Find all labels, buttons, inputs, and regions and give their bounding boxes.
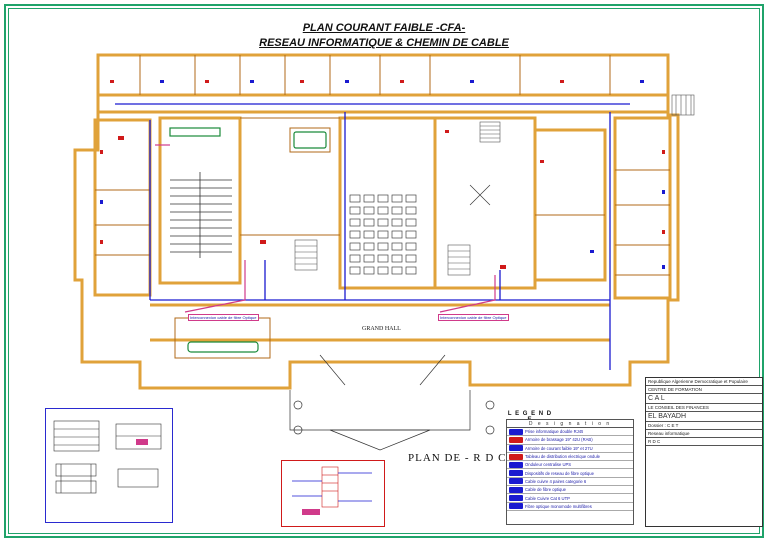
title-block-code: C A L <box>646 394 762 404</box>
building-walls <box>73 53 680 390</box>
legend-symbol <box>509 461 523 468</box>
title-block: Republique Algerienne Democratique et Po… <box>645 377 763 527</box>
legend-symbol <box>509 478 523 485</box>
legend-row: Onduleur centralise UPS <box>507 461 633 470</box>
plan-subtitle: RESEAU INFORMATIQUE & CHEMIN DE CABLE <box>259 37 509 49</box>
title-block-subject: Reseau informatique <box>646 430 762 438</box>
cable-trays <box>115 103 630 370</box>
cable-tray-detail <box>45 408 173 523</box>
legend-symbol <box>509 495 523 502</box>
legend-symbol <box>509 503 523 510</box>
fiber-note-left: Interconnexion cable de fibre Optique <box>188 314 259 321</box>
legend-row: Prise informatique double RJ45 <box>507 428 633 437</box>
title-block-client: LE CONSEIL DES FINANCES <box>646 404 762 412</box>
legend-label: Cable cuivre 4 paires categorie 6 <box>525 478 587 484</box>
legend-row: Fibre optique monomode multifibres <box>507 503 633 511</box>
network-rack-detail <box>281 460 385 527</box>
legend-label: Cable de fibre optique <box>525 487 566 493</box>
grand-hall-label: GRAND HALL <box>362 326 401 332</box>
plan-title: PLAN COURANT FAIBLE -CFA- <box>302 22 466 34</box>
entrance-porch <box>289 354 495 451</box>
title-block-dossier: Dossier : C E T <box>646 422 762 430</box>
legend-label: Armoire de courant faible 19" et 27U <box>525 445 593 451</box>
title-block-location: EL BAYADH <box>646 412 762 422</box>
legend-row: Tableau de distribution electrique ondul… <box>507 453 633 462</box>
legend-label: Cable Cuivre Cat 6 UTP <box>525 495 570 501</box>
legend-symbol <box>509 436 523 443</box>
plan-level-label: PLAN DE - R D C <box>408 452 507 464</box>
drawing-frame-inner <box>8 8 760 534</box>
drawing-frame <box>4 4 764 538</box>
legend-row: Armoire de brassage 19" 42U (RAB) <box>507 436 633 445</box>
room-partitions <box>95 55 670 359</box>
legend-symbol <box>509 453 523 460</box>
title-block-project: CENTRE DE FORMATION <box>646 386 762 394</box>
legend-row: Cable de fibre optique <box>507 486 633 495</box>
level-marker <box>469 184 491 206</box>
title-block-header: Republique Algerienne Democratique et Po… <box>646 378 762 386</box>
legend-symbol <box>509 428 523 435</box>
legend-row: Dispositifs de reseau de fibre optique <box>507 469 633 478</box>
legend-symbol <box>509 445 523 452</box>
fiber-note-right: Interconnexion cable de fibre Optique <box>438 314 509 321</box>
conference-tables <box>169 127 327 353</box>
legend-label: Prise informatique double RJ45 <box>525 429 584 435</box>
legend-label: Dispositifs de reseau de fibre optique <box>525 470 594 476</box>
legend-row: Cable cuivre 4 paires categorie 6 <box>507 478 633 487</box>
cable-tray-drawing <box>53 420 162 494</box>
network-rack-drawing <box>292 466 372 515</box>
amphitheatre-seats <box>170 172 232 258</box>
legend-row: Armoire de courant faible 19" et 27U <box>507 445 633 453</box>
legend-header: D e s i g n a t i o n <box>507 420 633 428</box>
legend-symbol <box>509 486 523 493</box>
title-block-level: R D C <box>646 438 762 446</box>
legend-label: Onduleur centralise UPS <box>525 462 572 468</box>
network-outlets <box>100 80 665 269</box>
legend-label: Tableau de distribution electrique ondul… <box>525 454 600 460</box>
legend-label: Fibre optique monomode multifibres <box>525 503 592 509</box>
legend-label: Armoire de brassage 19" 42U (RAB) <box>525 437 593 443</box>
legend: D e s i g n a t i o n Prise informatique… <box>506 419 634 525</box>
reading-tables <box>349 194 417 275</box>
legend-symbol <box>509 470 523 477</box>
fiber-links <box>155 144 496 313</box>
legend-row: Cable Cuivre Cat 6 UTP <box>507 494 633 503</box>
staircases <box>294 94 695 276</box>
